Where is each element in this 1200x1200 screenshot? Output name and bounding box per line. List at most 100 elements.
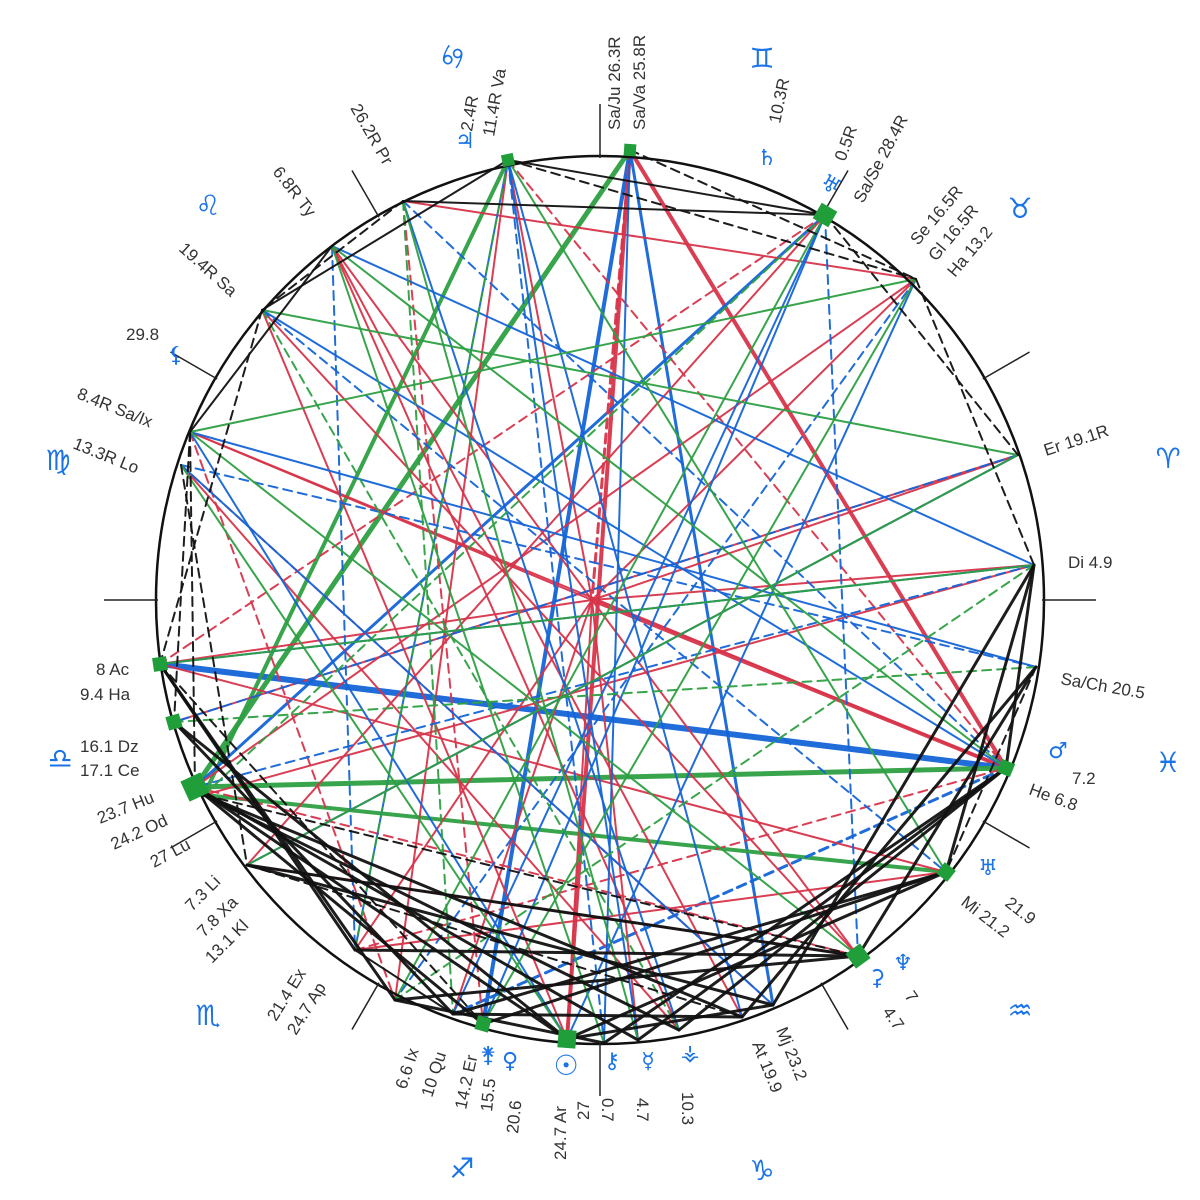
capricorn-icon: ♑ bbox=[749, 1154, 774, 1187]
aspect-line-blue-53 bbox=[261, 309, 1007, 769]
aspect-line-blue-65 bbox=[402, 200, 1007, 769]
label-di: Di 4.9 bbox=[1068, 553, 1112, 572]
aspect-line-red-18 bbox=[354, 599, 593, 951]
aspect-line-red-12 bbox=[590, 148, 632, 602]
aspect-line-black-94 bbox=[824, 214, 1019, 456]
planet-marker-neptune bbox=[845, 943, 871, 969]
aspect-line-red-26 bbox=[261, 309, 859, 957]
planet-marker-hu bbox=[180, 772, 210, 802]
aspect-line-black-114 bbox=[451, 870, 948, 1016]
aspect-line-black-91 bbox=[507, 159, 826, 216]
aspect-line-blue-55 bbox=[566, 278, 917, 1040]
virgo-icon: ♍ bbox=[45, 444, 70, 477]
aspect-line-green-79 bbox=[507, 159, 947, 873]
aspect-line-red-29 bbox=[394, 159, 509, 1001]
planet-marker-uranus bbox=[936, 862, 956, 882]
gemini-icon: ♊ bbox=[749, 42, 774, 75]
house-cusp-tick-11 bbox=[820, 982, 849, 1030]
aspect-line-black-133 bbox=[173, 431, 191, 723]
aspect-line-red-25 bbox=[402, 200, 917, 280]
label-sa-va: Sa/Va 25.8R bbox=[630, 35, 649, 130]
label-ar: 24.7 Ar bbox=[551, 1106, 570, 1160]
label-mars-7-2: 7.2 bbox=[1072, 769, 1096, 788]
aspect-line-black-126 bbox=[565, 1003, 775, 1041]
aspect-line-green-75 bbox=[189, 278, 917, 433]
aspect-line-green-86 bbox=[402, 200, 454, 1015]
ceres-icon: ⚳ bbox=[869, 966, 885, 991]
sun-icon: ☉ bbox=[553, 1049, 578, 1082]
aspect-line-green-88 bbox=[173, 666, 1037, 723]
aspect-line-black-90 bbox=[402, 200, 826, 216]
aspect-line-red-15 bbox=[591, 454, 1019, 601]
aspect-line-green-72 bbox=[402, 200, 639, 1041]
aquarius-icon: ♒ bbox=[1007, 994, 1032, 1027]
aspect-line-blue-51 bbox=[402, 200, 680, 1031]
aspect-line-black-124 bbox=[1004, 563, 1036, 770]
aspect-line-black-97 bbox=[189, 245, 333, 433]
aspect-lines bbox=[157, 147, 1038, 1045]
saturn-icon: ♄ bbox=[757, 146, 777, 171]
aspect-line-red-13 bbox=[507, 159, 593, 601]
label-ce: 17.1 Ce bbox=[80, 761, 140, 780]
aspect-line-black-122 bbox=[944, 563, 1036, 874]
neptune-icon: ♆ bbox=[893, 951, 913, 976]
aspect-line-blue-10 bbox=[193, 213, 827, 789]
aspect-line-green-6 bbox=[192, 147, 633, 790]
aspect-line-black-109 bbox=[202, 793, 744, 1019]
aspect-line-black-130 bbox=[203, 794, 859, 957]
aspect-line-black-129 bbox=[193, 785, 569, 1041]
aspect-line-green-74 bbox=[261, 309, 1019, 456]
aspect-line-blue-50 bbox=[452, 214, 826, 1015]
venus-icon: ♀ bbox=[502, 1049, 518, 1074]
lilith-icon: ⚸ bbox=[168, 343, 184, 368]
aspect-line-red-36 bbox=[203, 564, 1035, 796]
house-cusp-tick-12 bbox=[982, 820, 1030, 849]
planet-marker-sun bbox=[557, 1029, 577, 1049]
scorpio-icon: ♏ bbox=[195, 999, 220, 1032]
aspect-line-black-100 bbox=[189, 431, 196, 788]
aspect-line-blue-60 bbox=[189, 431, 568, 1040]
aspect-line-black-111 bbox=[245, 863, 860, 958]
aspect-line-red-44 bbox=[159, 214, 826, 665]
aspect-line-red-46 bbox=[402, 200, 484, 1025]
chiron-icon: ⚷ bbox=[604, 1049, 620, 1074]
uranus-icon: ♅ bbox=[978, 856, 998, 881]
house-ticks bbox=[104, 104, 1096, 1096]
aspect-line-green-89 bbox=[203, 214, 826, 796]
aspect-line-blue-70 bbox=[180, 464, 1037, 668]
aspect-line-red-28 bbox=[331, 245, 743, 1018]
planet-marker-ac bbox=[152, 656, 168, 672]
aspect-line-blue-52 bbox=[331, 245, 1035, 566]
aspect-line-black-95 bbox=[915, 278, 1035, 566]
aspect-line-red-34 bbox=[180, 464, 680, 1031]
aspect-line-red-27 bbox=[189, 431, 1007, 769]
aries-icon: ♈ bbox=[1155, 442, 1180, 475]
aspect-line-blue-61 bbox=[482, 214, 826, 1025]
aspect-line-blue-71 bbox=[194, 564, 1035, 788]
aspect-line-black-117 bbox=[602, 766, 1008, 1045]
aspect-line-black-125 bbox=[354, 949, 454, 1015]
label-ha-9: 9.4 Ha bbox=[80, 685, 131, 704]
aspect-line-black-99 bbox=[159, 309, 263, 665]
label-27: 27 bbox=[574, 1101, 593, 1120]
aspect-line-blue-59 bbox=[507, 159, 743, 1018]
label-dz: 16.1 Dz bbox=[80, 737, 139, 756]
jupiter-icon: ♃ bbox=[455, 129, 475, 154]
aspect-line-black-123 bbox=[856, 665, 1038, 958]
leo-icon: ♌ bbox=[195, 189, 220, 222]
aspect-line-black-127 bbox=[451, 1012, 744, 1019]
label-15-5: 15.5 bbox=[477, 1078, 499, 1113]
aspect-line-green-82 bbox=[189, 431, 859, 957]
aspect-line-black-115 bbox=[481, 870, 948, 1026]
aspect-line-blue-67 bbox=[173, 454, 1019, 723]
aspect-line-green-7 bbox=[192, 765, 1009, 790]
aspect-line-black-108 bbox=[202, 793, 681, 1032]
house-cusp-tick-8 bbox=[170, 820, 218, 849]
aspect-line-red-17 bbox=[159, 599, 593, 665]
juno-icon: ⚵ bbox=[480, 1043, 496, 1068]
aspect-line-black-92 bbox=[507, 159, 917, 280]
aspect-line-red-45 bbox=[354, 767, 1007, 951]
house-cusp-tick-9 bbox=[351, 982, 380, 1030]
aspect-line-green-84 bbox=[354, 159, 509, 951]
